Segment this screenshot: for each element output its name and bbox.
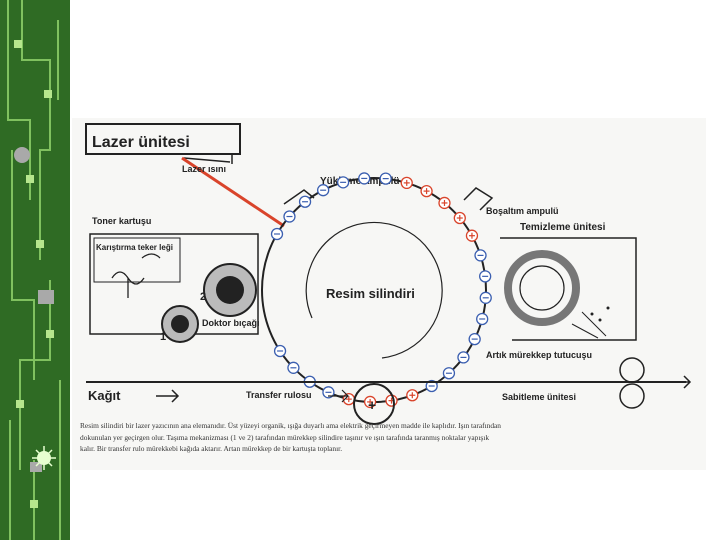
caption-line: Resim silindiri bir lazer yazıcının ana … xyxy=(80,421,501,430)
cleaning-roller xyxy=(504,250,580,326)
fuser-unit-label: Sabitleme ünitesi xyxy=(502,392,576,402)
cleaning-unit-label: Temizleme ünitesi xyxy=(520,222,606,233)
mixing-wheel-label: Karıştırma teker leği xyxy=(96,243,173,252)
charge-lamp-icon xyxy=(283,189,315,205)
discharge-lamp-icon xyxy=(463,187,494,211)
fuser-roller-bottom xyxy=(619,383,645,409)
drum-rotation-arrow xyxy=(305,221,443,359)
laser-printer-diagram: Lazer ünitesi Lazer ısını Yükleme ampulü… xyxy=(72,118,706,470)
svg-text:+: + xyxy=(368,397,376,413)
cleaning-unit-box xyxy=(500,237,637,341)
title-label: Lazer ünitesi xyxy=(92,134,190,151)
waste-holder-label: Artık mürekkep tutucuşu xyxy=(486,350,592,360)
title-box xyxy=(85,123,241,155)
circuit-pattern xyxy=(0,0,70,540)
doctor-blade-label: Doktor bıçağı xyxy=(202,318,260,328)
fuser-roller-top xyxy=(619,357,645,383)
toner-cartridge-label: Toner kartuşu xyxy=(92,216,151,226)
laser-beam-label: Lazer ısını xyxy=(182,164,226,174)
caption-line: dokunulan yer geçirgen olur. Taşıma meka… xyxy=(80,432,490,442)
drum-label: Resim silindiri xyxy=(326,286,415,301)
circuit-side-strip xyxy=(0,0,70,540)
diagram-drawing: Lazer ünitesi Lazer ısını Yükleme ampulü… xyxy=(85,123,692,425)
transfer-roller xyxy=(353,383,395,425)
laser-beam-line xyxy=(181,156,285,228)
discharge-lamp-label: Boşaltım ampulü xyxy=(486,206,559,216)
mixing-wheel-box xyxy=(93,237,181,283)
caption-line: kalır. Bir transfer rulo mürekkebi kağıd… xyxy=(80,444,343,454)
paper-label: Kağıt xyxy=(88,388,121,403)
roller-number-one: 1 xyxy=(160,331,166,343)
roller-number-two: 2 xyxy=(200,291,206,303)
diagram-caption: Resim silindiri bir lazer yazıcının ana … xyxy=(80,420,700,455)
transfer-roller-label: Transfer rulosu xyxy=(246,390,312,400)
